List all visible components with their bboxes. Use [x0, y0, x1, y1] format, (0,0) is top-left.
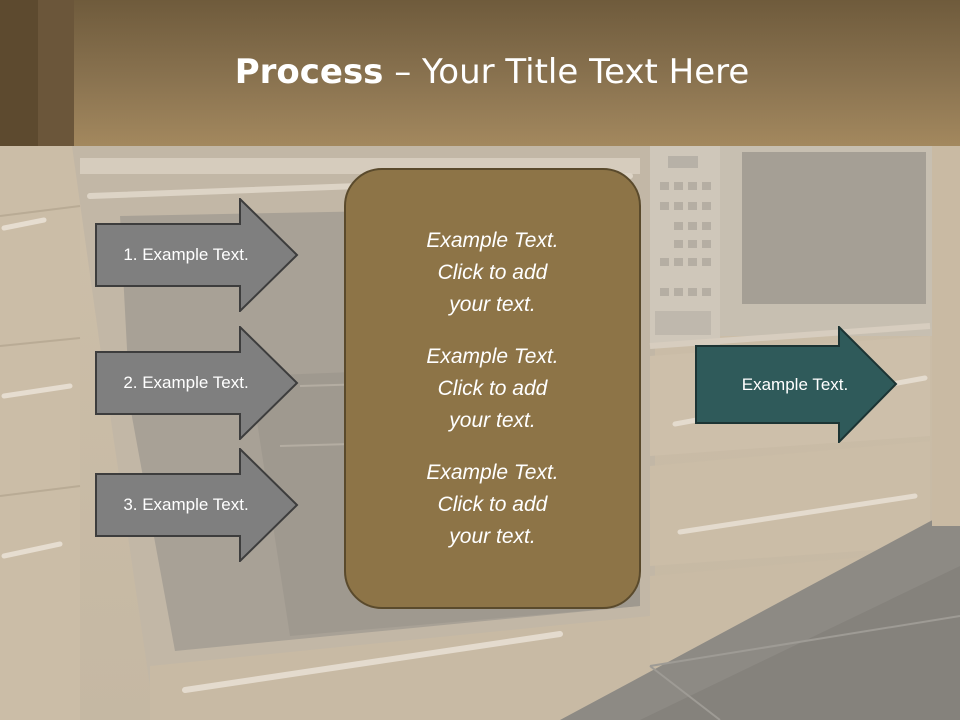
- input-arrow-1[interactable]: 1. Example Text.: [95, 198, 299, 312]
- slide-title[interactable]: Process – Your Title Text Here: [0, 52, 960, 92]
- slide-title-rest: – Your Title Text Here: [383, 52, 750, 92]
- output-arrow[interactable]: Example Text.: [695, 326, 898, 443]
- arrow-shape: [695, 326, 898, 443]
- arrow-shape: [95, 448, 299, 562]
- title-accent-strip: [0, 0, 38, 146]
- arrow-shape: [95, 198, 299, 312]
- process-text-block[interactable]: Example Text. Click to add your text.: [426, 460, 559, 548]
- input-arrow-label: 1. Example Text.: [123, 245, 249, 264]
- slide-title-strong: Process: [234, 52, 384, 92]
- input-arrow-label: 2. Example Text.: [123, 373, 249, 392]
- output-arrow-label: Example Text.: [741, 374, 849, 394]
- input-arrow-3[interactable]: 3. Example Text.: [95, 448, 299, 562]
- input-arrow-2[interactable]: 2. Example Text.: [95, 326, 299, 440]
- title-band: Process – Your Title Text Here: [0, 0, 960, 146]
- process-text-block[interactable]: Example Text. Click to add your text.: [426, 344, 559, 432]
- input-arrow-label: 3. Example Text.: [123, 495, 249, 514]
- title-accent-strip: [38, 0, 74, 146]
- process-box[interactable]: Example Text. Click to add your text. Ex…: [344, 168, 641, 609]
- process-text-block[interactable]: Example Text. Click to add your text.: [426, 228, 559, 316]
- arrow-shape: [95, 326, 299, 440]
